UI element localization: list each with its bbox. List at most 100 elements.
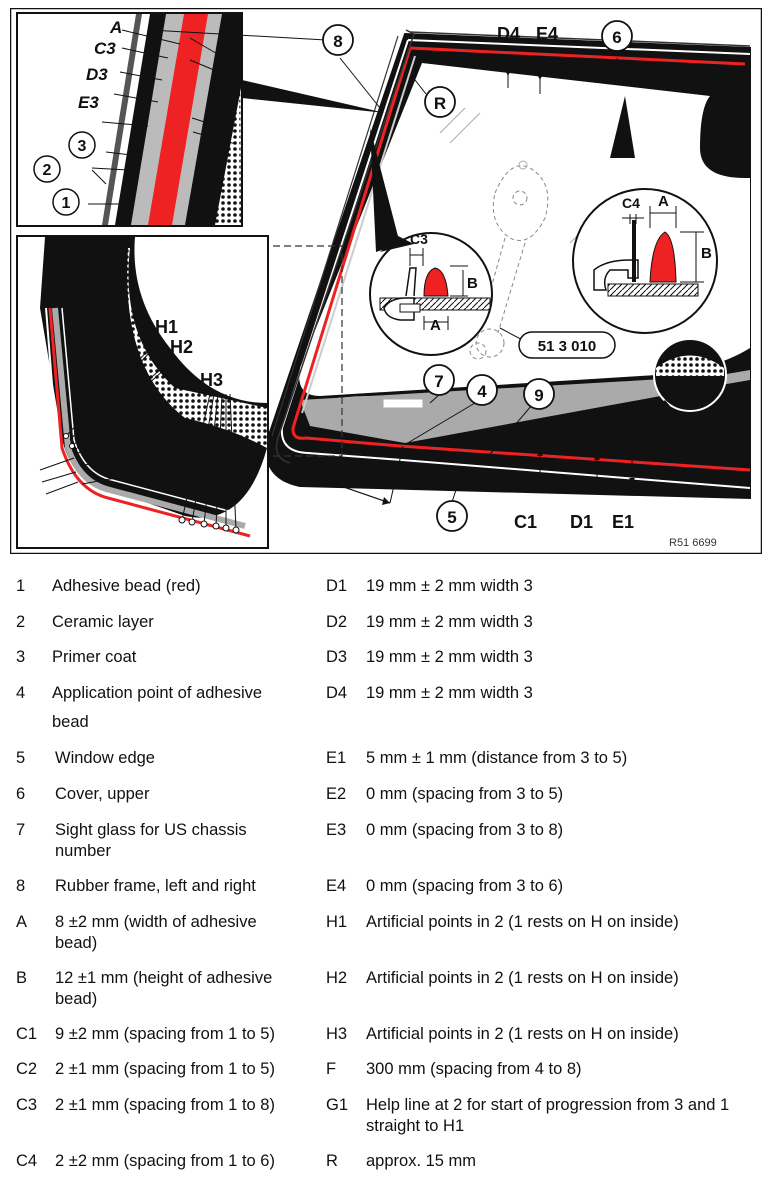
cross-section-c3: C3 A B xyxy=(369,128,493,356)
legend-text: 8 ±2 mm (width of adhesive bead) xyxy=(55,913,257,952)
label-C4-section: C4 xyxy=(622,195,640,211)
legend-code: H3 xyxy=(326,1025,348,1043)
label-B-section-c3: B xyxy=(467,275,478,292)
legend-text: Application point of adhesive bead xyxy=(52,684,263,731)
legend-text: approx. 15 mm xyxy=(366,1152,477,1170)
legend-text: 19 mm ± 2 mm width 3 xyxy=(366,648,533,666)
label-D2: D2 xyxy=(140,432,163,452)
cross-section-c4: C4 A B xyxy=(572,96,718,334)
legend-code: D3 xyxy=(326,648,348,666)
legend-text: 0 mm (spacing from 3 to 5) xyxy=(366,785,564,803)
callout-R: R xyxy=(424,86,456,118)
label-A-section-c4: A xyxy=(658,193,669,210)
legend: 1 Adhesive bead (red) D1 19 mm ± 2 mm wi… xyxy=(0,572,775,1172)
legend-text: 19 mm ± 2 mm width 3 xyxy=(366,613,533,631)
label-A-inset: A xyxy=(109,18,122,37)
svg-text:7: 7 xyxy=(434,372,443,391)
label-C3-section: C3 xyxy=(410,231,428,247)
legend-code: E1 xyxy=(326,749,347,767)
label-E1: E1 xyxy=(612,512,634,532)
legend-code: 3 xyxy=(16,648,26,666)
svg-text:R: R xyxy=(434,94,446,113)
legend-text: Sight glass for US chassis number xyxy=(55,821,247,860)
legend-code: C1 xyxy=(16,1025,38,1043)
legend-code: E3 xyxy=(326,821,347,839)
label-F: F xyxy=(316,458,328,479)
callout-3-inset: 3 xyxy=(68,131,96,159)
legend-text: 19 mm ± 2 mm width 3 xyxy=(366,577,533,595)
legend-code: D2 xyxy=(326,613,348,631)
legend-code: 7 xyxy=(16,821,26,839)
label-D1: D1 xyxy=(570,512,593,532)
legend-code: C4 xyxy=(16,1152,38,1170)
legend-text: Artificial points in 2 (1 rests on H on … xyxy=(366,1025,679,1043)
windshield-adhesive-diagram: F xyxy=(10,8,762,554)
callout-9: 9 xyxy=(523,378,555,410)
legend-code: G1 xyxy=(326,1096,349,1114)
part-number: 51 3 010 xyxy=(538,338,596,355)
part-number-box: 51 3 010 xyxy=(518,331,616,359)
legend-text: Primer coat xyxy=(52,648,137,666)
legend-text: Artificial points in 2 (1 rests on H on … xyxy=(366,913,679,931)
callout-7: 7 xyxy=(423,364,455,396)
legend-text: 2 ±1 mm (spacing from 1 to 8) xyxy=(55,1096,275,1114)
legend-text: 0 mm (spacing from 3 to 6) xyxy=(366,877,564,895)
svg-text:2: 2 xyxy=(43,162,52,179)
legend-code: E2 xyxy=(326,785,347,803)
label-C3-inset: C3 xyxy=(94,39,116,58)
legend-code: R xyxy=(326,1152,338,1170)
legend-text: 0 mm (spacing from 3 to 8) xyxy=(366,821,564,839)
legend-text: 2 ±2 mm (spacing from 1 to 6) xyxy=(55,1152,275,1170)
svg-text:9: 9 xyxy=(534,386,543,405)
legend-code: 8 xyxy=(16,877,26,895)
label-C1: C1 xyxy=(514,512,537,532)
label-D3-inset: D3 xyxy=(86,65,108,84)
label-H3: H3 xyxy=(200,370,223,390)
legend-text: Rubber frame, left and right xyxy=(55,877,256,895)
ref-code: R51 6699 xyxy=(669,537,717,549)
callout-2-inset: 2 xyxy=(33,155,61,183)
legend-code: E4 xyxy=(326,877,347,895)
svg-text:1: 1 xyxy=(62,195,71,212)
legend-text: Ceramic layer xyxy=(52,613,154,631)
label-E4: E4 xyxy=(536,24,558,44)
legend-code: 6 xyxy=(16,785,26,803)
inset-corner-detail: G1 H1 H2 H3 C2 D2 E2 xyxy=(16,235,269,549)
legend-text: 19 mm ± 2 mm width 3 xyxy=(366,684,533,702)
label-H2: H2 xyxy=(170,337,193,357)
legend-code: B xyxy=(16,969,28,987)
legend-code: C3 xyxy=(16,1096,38,1114)
legend-text: Window edge xyxy=(55,749,155,767)
legend-code: 4 xyxy=(16,684,26,702)
label-E3-inset: E3 xyxy=(78,93,99,112)
legend-code: 2 xyxy=(16,613,26,631)
legend-text: Adhesive bead (red) xyxy=(52,577,201,595)
legend-text: 12 ±1 mm (height of adhesive bead) xyxy=(55,969,273,1008)
svg-text:6: 6 xyxy=(612,28,621,47)
legend-code: 5 xyxy=(16,749,26,767)
svg-text:3: 3 xyxy=(78,138,87,155)
svg-text:8: 8 xyxy=(333,32,342,51)
legend-code: C2 xyxy=(16,1060,38,1078)
label-A-section-c3: A xyxy=(430,317,441,334)
label-G1: G1 xyxy=(48,252,72,272)
callout-6: 6 xyxy=(601,20,633,52)
legend-code: D1 xyxy=(326,577,348,595)
legend-text: 2 ±1 mm (spacing from 1 to 5) xyxy=(55,1060,275,1078)
label-E2: E2 xyxy=(140,454,162,474)
legend-code: H2 xyxy=(326,969,348,987)
legend-code: D4 xyxy=(326,684,348,702)
legend-code: F xyxy=(326,1060,337,1078)
legend-code: A xyxy=(16,913,28,931)
callout-8: 8 xyxy=(322,24,354,56)
legend-text: 9 ±2 mm (spacing from 1 to 5) xyxy=(55,1025,275,1043)
label-H1: H1 xyxy=(155,317,178,337)
legend-text: Help line at 2 for start of progression … xyxy=(366,1096,730,1135)
svg-text:4: 4 xyxy=(477,382,487,401)
callout-1-inset: 1 xyxy=(52,188,80,216)
legend-code: 1 xyxy=(16,577,26,595)
label-B-section-c4: B xyxy=(701,245,712,262)
label-D4: D4 xyxy=(497,24,520,44)
legend-text: Artificial points in 2 (1 rests on H on … xyxy=(366,969,679,987)
callout-4: 4 xyxy=(466,374,498,406)
